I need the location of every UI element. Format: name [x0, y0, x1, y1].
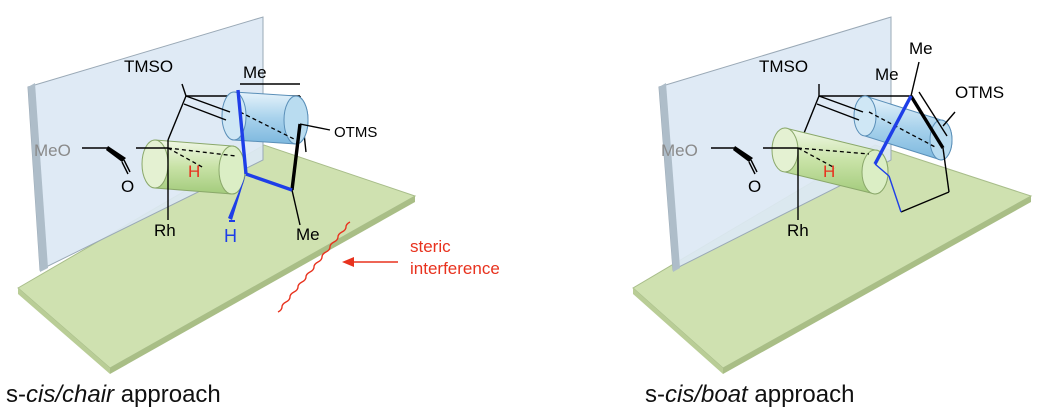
blue-hydrogen-label: H — [224, 226, 237, 246]
tmso-label: TMSO — [124, 57, 173, 76]
me-inner-label: Me — [875, 65, 899, 84]
boat-caption: s-cis/boat approach — [645, 381, 854, 409]
chair-approach-panel: TMSO Me OTMS MeO O H Rh H Me steric inte… — [6, 16, 500, 409]
reaction-plane-edge — [18, 288, 110, 374]
blue-cylinder — [853, 95, 953, 161]
tmso-label: TMSO — [759, 57, 808, 76]
otms-label: OTMS — [334, 124, 377, 141]
reaction-plane-edge — [633, 288, 723, 374]
interference-label: interference — [410, 259, 500, 278]
red-hydrogen-label: H — [823, 162, 835, 181]
meo-label: MeO — [661, 141, 698, 160]
boat-approach-panel: TMSO Me Me OTMS MeO O H Rh s-cis/boat ap… — [523, 0, 1046, 411]
chair-approach-diagram: TMSO Me OTMS MeO O H Rh H Me steric inte… — [17, 16, 500, 374]
caption-suffix: approach — [747, 381, 855, 408]
carbonyl-o-label: O — [121, 177, 134, 196]
steric-callout-arrow — [342, 257, 398, 267]
caption-emphasis: cis/chair — [26, 381, 115, 408]
boat-approach-diagram: TMSO Me Me OTMS MeO O H Rh — [632, 16, 1033, 374]
carbonyl-o-label: O — [748, 177, 761, 196]
reaction-plane-edge — [110, 196, 415, 374]
chair-caption: s-cis/chair approach — [6, 381, 221, 409]
steric-label: steric — [410, 237, 451, 256]
caption-suffix: approach — [114, 381, 221, 408]
me-top-label: Me — [243, 63, 267, 82]
otms-label: OTMS — [955, 83, 1004, 102]
steric-clash-wave — [277, 221, 351, 313]
meo-label: MeO — [34, 141, 71, 160]
red-hydrogen-label: H — [188, 162, 200, 181]
caption-prefix: s- — [645, 381, 665, 408]
blocking-wall-edge — [28, 83, 48, 272]
caption-emphasis: cis/boat — [665, 381, 748, 408]
blocking-wall-edge — [659, 83, 680, 272]
me-top-label: Me — [909, 39, 933, 58]
caption-prefix: s- — [6, 381, 26, 408]
me-bottom-label: Me — [296, 225, 320, 244]
rh-label: Rh — [154, 221, 176, 240]
rh-label: Rh — [787, 221, 809, 240]
reaction-plane-edge — [723, 196, 1031, 374]
skeleton-front — [711, 61, 956, 220]
skeleton-front — [82, 89, 331, 226]
green-cylinder — [771, 127, 889, 195]
blue-cylinder — [221, 91, 309, 145]
